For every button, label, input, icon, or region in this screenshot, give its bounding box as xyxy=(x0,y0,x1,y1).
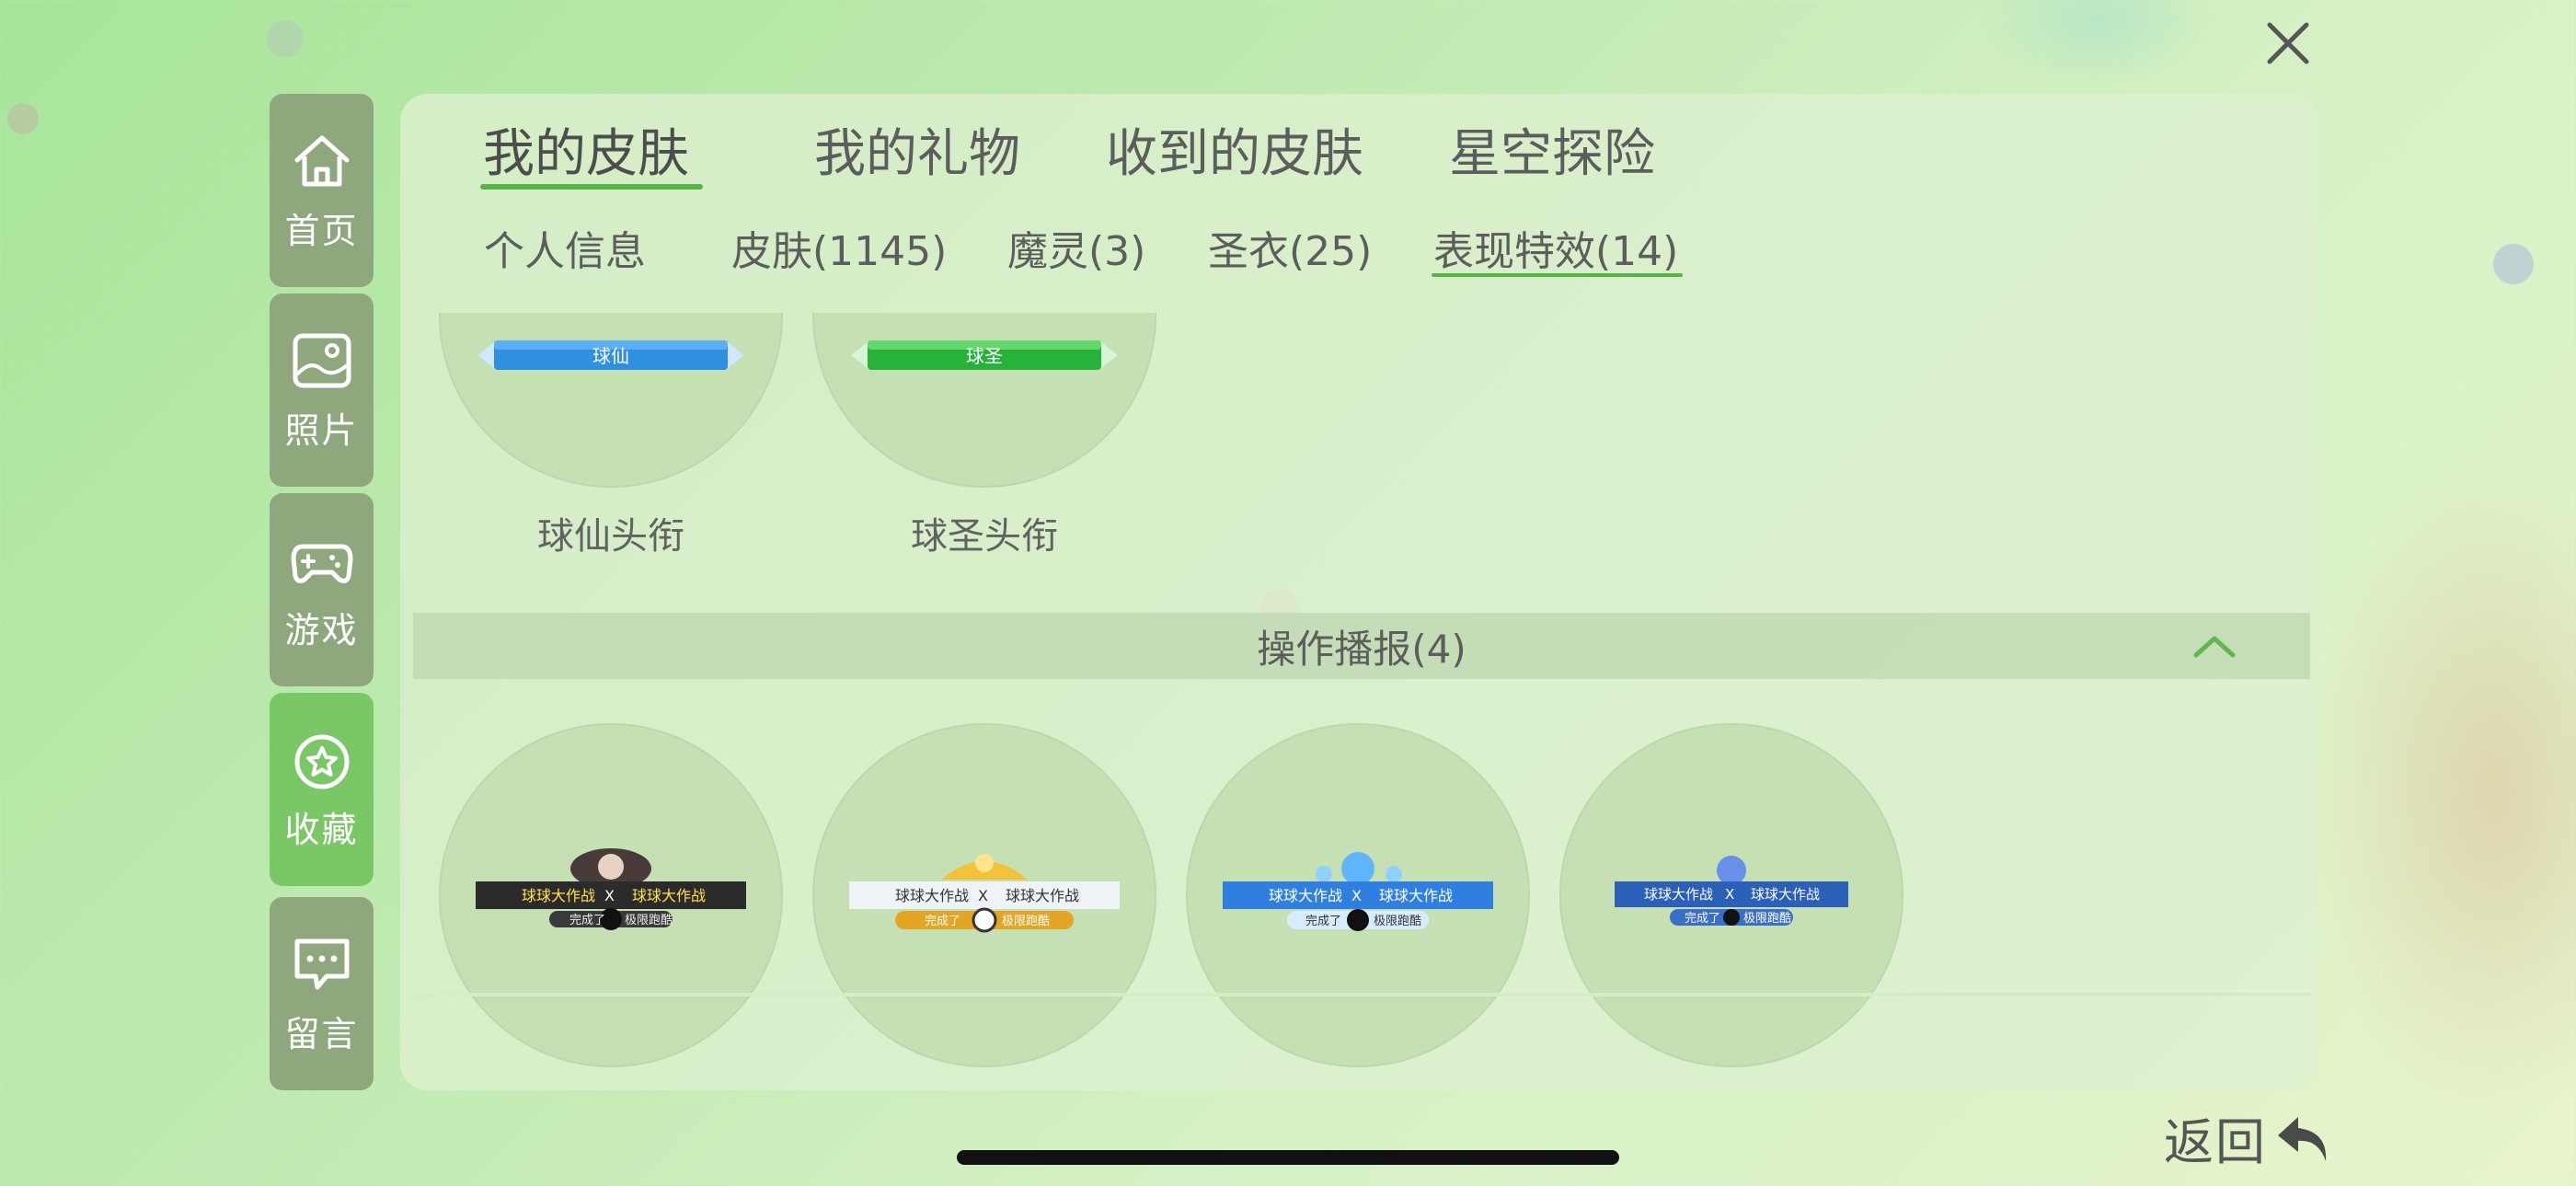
subtab-effects[interactable]: 表现特效(14) xyxy=(1433,228,1679,275)
tab-my-skins[interactable]: 我的皮肤 xyxy=(483,124,689,184)
svg-text:极限跑酷: 极限跑酷 xyxy=(1374,915,1421,928)
item-thumbnail: 球球大作战 X 球球大作战 完成了 极限跑酷 xyxy=(812,723,1156,1067)
nav-label: 游戏 xyxy=(284,609,359,651)
nav-item-home[interactable]: 首页 xyxy=(270,94,374,287)
nav-item-photos[interactable]: 照片 xyxy=(270,294,374,487)
svg-text:完成了: 完成了 xyxy=(1305,915,1341,928)
list-item[interactable]: 球球大作战 X 球球大作战 完成了 极限跑酷 xyxy=(1186,723,1530,1067)
svg-text:完成了: 完成了 xyxy=(1685,912,1720,926)
list-item[interactable]: 球球大作战 X 球球大作战 完成了 极限跑酷 xyxy=(812,723,1156,1067)
nav-item-messages[interactable]: 留言 xyxy=(270,897,374,1090)
background-dot xyxy=(2493,244,2534,284)
subtab-skins[interactable]: 皮肤(1145) xyxy=(731,228,948,275)
item-thumbnail: 球球大作战 X 球球大作战 完成了 极限跑酷 xyxy=(1559,723,1903,1067)
subtab-spirits[interactable]: 魔灵(3) xyxy=(1007,228,1146,275)
svg-text:完成了: 完成了 xyxy=(925,915,960,928)
nav-label: 照片 xyxy=(284,409,359,451)
tab-underline xyxy=(480,184,703,190)
item-label: 球仙头衔 xyxy=(537,515,684,558)
divider xyxy=(413,993,2310,996)
svg-text:球球大作战: 球球大作战 xyxy=(632,887,706,904)
svg-text:球圣: 球圣 xyxy=(966,345,1003,367)
tab-received-skins[interactable]: 收到的皮肤 xyxy=(1106,124,1363,184)
home-icon xyxy=(294,135,349,186)
back-button[interactable]: 返回 xyxy=(2164,1100,2337,1174)
list-item[interactable]: 球仙 球仙头衔 xyxy=(439,313,783,558)
broadcast-banner-icon: 球球大作战 X 球球大作战 完成了 极限跑酷 xyxy=(476,848,746,930)
svg-text:球球大作战: 球球大作战 xyxy=(1006,887,1079,904)
svg-text:X: X xyxy=(604,887,615,904)
broadcast-banner-icon: 球球大作战 X 球球大作战 完成了 极限跑酷 xyxy=(1615,856,1848,926)
item-thumbnail: 球圣 xyxy=(812,313,1156,488)
close-button[interactable] xyxy=(2265,20,2311,66)
title-banner-icon: 球仙 xyxy=(477,340,744,370)
list-item[interactable]: 球球大作战 X 球球大作战 完成了 极限跑酷 xyxy=(439,723,783,1067)
home-indicator[interactable] xyxy=(957,1150,1619,1165)
svg-text:极限跑酷: 极限跑酷 xyxy=(1743,912,1791,926)
nav-label: 首页 xyxy=(284,210,359,251)
svg-text:X: X xyxy=(1351,887,1362,904)
list-item[interactable]: 球球大作战 X 球球大作战 完成了 极限跑酷 xyxy=(1559,723,1903,1067)
section-header-broadcast[interactable]: 操作播报(4) xyxy=(413,613,2310,679)
back-label: 返回 xyxy=(2164,1112,2267,1171)
background-glow xyxy=(2300,460,2576,1123)
svg-text:球球大作战: 球球大作战 xyxy=(1269,887,1342,904)
item-thumbnail: 球球大作战 X 球球大作战 完成了 极限跑酷 xyxy=(1186,723,1530,1067)
broadcast-banner-icon: 球球大作战 X 球球大作战 完成了 极限跑酷 xyxy=(1223,852,1493,931)
item-thumbnail: 球球大作战 X 球球大作战 完成了 极限跑酷 xyxy=(439,723,783,1067)
subtab-armor[interactable]: 圣衣(25) xyxy=(1208,228,1373,275)
star-icon xyxy=(294,734,349,789)
list-item[interactable]: 球圣 球圣头衔 xyxy=(812,313,1156,558)
broadcast-banner-icon: 球球大作战 X 球球大作战 完成了 极限跑酷 xyxy=(849,854,1120,933)
return-arrow-icon xyxy=(2278,1117,2327,1161)
nav-label: 留言 xyxy=(284,1013,359,1054)
chevron-up-icon[interactable] xyxy=(2192,631,2237,659)
item-thumbnail: 球仙 xyxy=(439,313,783,488)
svg-text:极限跑酷: 极限跑酷 xyxy=(1002,915,1050,928)
nav-label: 收藏 xyxy=(284,809,359,850)
section-title: 操作播报(4) xyxy=(1257,626,1466,672)
nav-item-favorites[interactable]: 收藏 xyxy=(270,693,374,886)
svg-text:X: X xyxy=(1725,886,1734,903)
photo-icon xyxy=(293,333,351,387)
background-dot xyxy=(7,103,39,134)
content-panel: 我的皮肤 我的礼物 收到的皮肤 星空探险 个人信息 皮肤(1145) 魔灵(3)… xyxy=(400,94,2318,1090)
svg-text:完成了: 完成了 xyxy=(569,914,605,927)
nav-item-games[interactable]: 游戏 xyxy=(270,493,374,686)
effects-list[interactable]: 球仙 球仙头衔 球圣 球圣头衔 操作播报(4) xyxy=(400,313,2318,1090)
background-dot xyxy=(267,20,304,57)
svg-text:球球大作战: 球球大作战 xyxy=(1751,886,1820,903)
svg-text:球仙: 球仙 xyxy=(592,345,629,367)
svg-text:X: X xyxy=(978,887,988,904)
item-label: 球圣头衔 xyxy=(911,515,1058,558)
background-glow xyxy=(1978,0,2217,92)
tab-my-gifts[interactable]: 我的礼物 xyxy=(814,124,1020,184)
svg-text:极限跑酷: 极限跑酷 xyxy=(625,914,673,927)
gamepad-icon xyxy=(291,544,352,583)
svg-text:球球大作战: 球球大作战 xyxy=(1379,887,1453,904)
close-icon xyxy=(2267,22,2309,64)
title-banner-icon: 球圣 xyxy=(851,340,1118,370)
svg-text:球球大作战: 球球大作战 xyxy=(1644,886,1713,903)
message-icon xyxy=(294,938,349,989)
tab-star-adventure[interactable]: 星空探险 xyxy=(1449,124,1655,184)
subtab-underline xyxy=(1432,273,1683,277)
svg-text:球球大作战: 球球大作战 xyxy=(522,887,595,904)
subtab-profile[interactable]: 个人信息 xyxy=(484,228,646,275)
svg-text:球球大作战: 球球大作战 xyxy=(895,887,969,904)
